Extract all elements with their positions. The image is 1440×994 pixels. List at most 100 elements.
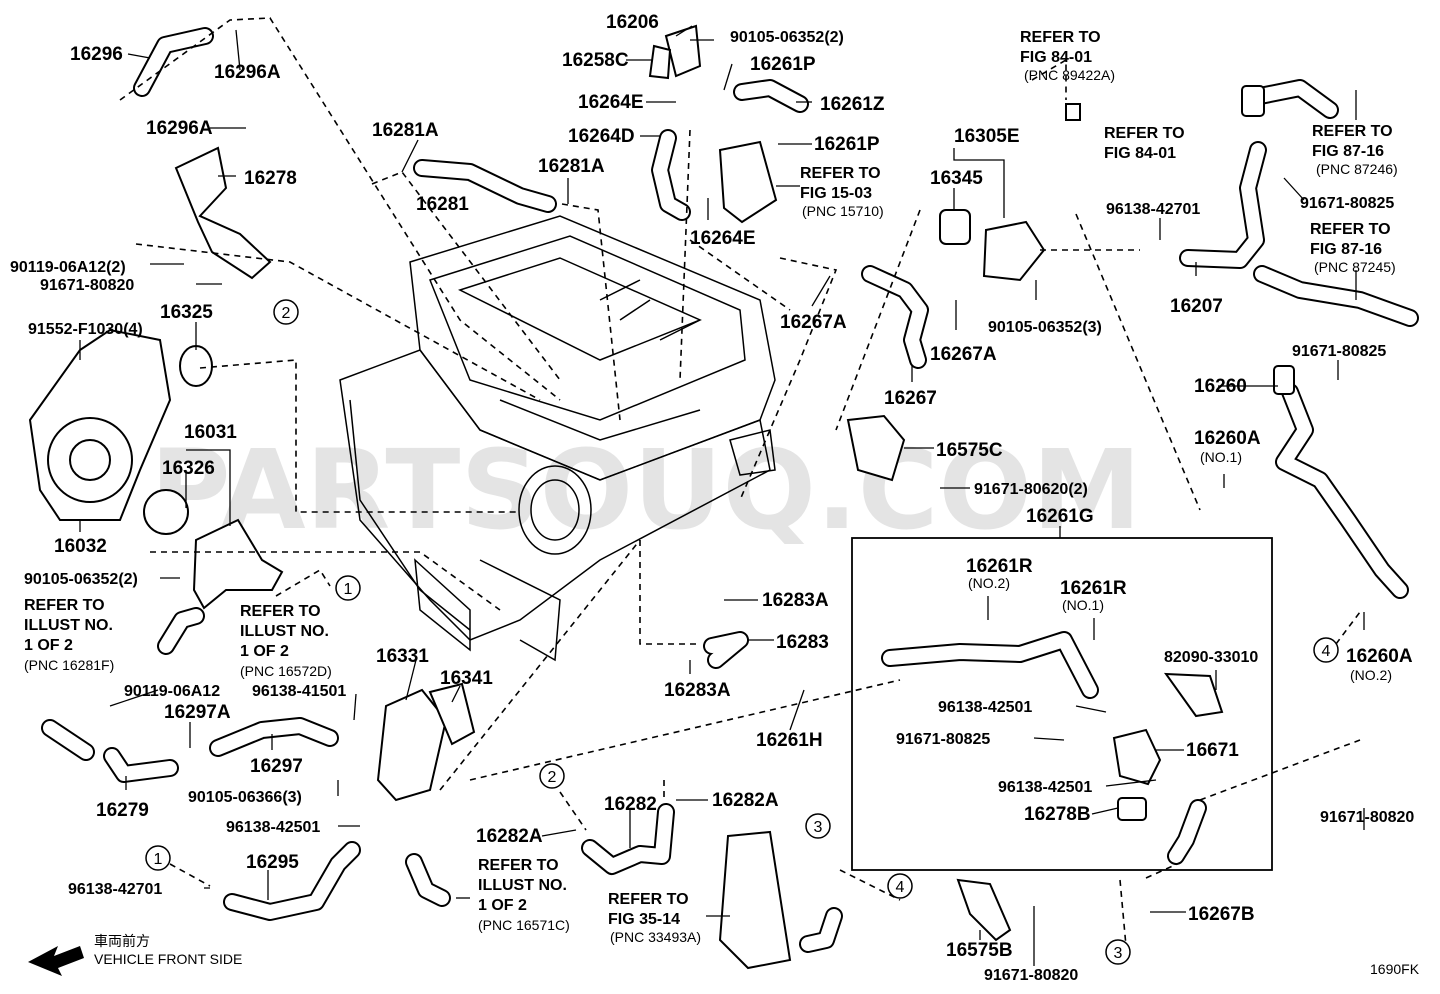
circle-mark-4-right: 4 xyxy=(1313,637,1339,663)
label-96138-42501: 96138-42501 xyxy=(938,699,1032,716)
label-16282: 16282 xyxy=(604,794,657,815)
refer-block-illust-16281F: REFER TO ILLUST NO. 1 OF 2 (PNC 16281F) xyxy=(24,597,114,673)
label-16295: 16295 xyxy=(246,852,299,873)
label-16260: 16260 xyxy=(1194,376,1247,397)
svg-text:2: 2 xyxy=(548,769,557,786)
hose-16281 xyxy=(413,159,557,213)
label-16260A: 16260A xyxy=(1346,646,1413,667)
label-16326: 16326 xyxy=(162,458,215,479)
svg-text:REFER TO: REFER TO xyxy=(1310,221,1391,238)
gasket-16345 xyxy=(939,209,971,245)
circle-mark-1-mid: 1 xyxy=(335,575,361,601)
oring-16326 xyxy=(143,489,189,535)
svg-text:FIG 84-01: FIG 84-01 xyxy=(1104,145,1176,162)
label-90105-06366-3: 90105-06366(3) xyxy=(188,789,302,806)
group-box-16261G xyxy=(851,537,1273,871)
dashed-guide-lines xyxy=(119,17,1361,947)
hose-16295 xyxy=(223,841,361,921)
svg-text:1 OF 2: 1 OF 2 xyxy=(240,643,289,660)
gasket-16206 xyxy=(664,24,702,78)
label-91671-80825: 91671-80825 xyxy=(1300,195,1394,212)
label-16264E: 16264E xyxy=(690,228,756,249)
label-16260A-no2: (NO.2) xyxy=(1350,667,1392,683)
label-82090-33010: 82090-33010 xyxy=(1164,649,1258,666)
label-96138-42701: 96138-42701 xyxy=(68,881,162,898)
label-90105-06352-2: 90105-06352(2) xyxy=(24,571,138,588)
label-16345: 16345 xyxy=(930,168,983,189)
hose-16264D xyxy=(651,129,691,221)
circle-mark-2-top: 2 xyxy=(273,299,299,325)
svg-text:FIG 35-14: FIG 35-14 xyxy=(608,911,680,928)
label-16261H: 16261H xyxy=(756,730,823,751)
hose-87246 xyxy=(1251,79,1339,119)
thermostat-housing-16331 xyxy=(376,688,448,802)
label-16267: 16267 xyxy=(884,388,937,409)
refer-block-fig-84-01-89422A: REFER TO FIG 84-01 (PNC 89422A) xyxy=(1020,29,1115,83)
label-16278B: 16278B xyxy=(1024,804,1091,825)
refer-block-illust-16571C: REFER TO ILLUST NO. 1 OF 2 (PNC 16571C) xyxy=(478,857,570,933)
sensor-16671 xyxy=(1112,728,1162,786)
label-16278: 16278 xyxy=(244,168,297,189)
refer-block-fig-87-16-87245: REFER TO FIG 87-16 (PNC 87245) xyxy=(1310,221,1396,275)
label-91671-80825: 91671-80825 xyxy=(896,731,990,748)
label-91671-80620-2: 91671-80620(2) xyxy=(974,481,1088,498)
svg-text:REFER TO: REFER TO xyxy=(24,597,105,614)
hose-16279 xyxy=(103,747,179,783)
refer-block-fig-35-14: REFER TO FIG 35-14 (PNC 33493A) xyxy=(608,891,701,945)
gasket-16258C xyxy=(648,44,672,80)
gasket-16341 xyxy=(428,682,476,746)
label-16261P: 16261P xyxy=(814,134,880,155)
water-pump-hub xyxy=(69,439,111,481)
label-90119-06A12-2: 90119-06A12(2) xyxy=(10,259,126,276)
svg-text:1: 1 xyxy=(344,581,353,598)
label-16264D: 16264D xyxy=(568,126,635,147)
svg-text:(PNC 15710): (PNC 15710) xyxy=(802,203,884,219)
label-91552-F1030-4: 91552-F1030(4) xyxy=(28,321,143,338)
label-16575B: 16575B xyxy=(946,940,1013,961)
label-96138-41501: 96138-41501 xyxy=(252,683,346,700)
label-16341: 16341 xyxy=(440,668,493,689)
hose-16260 xyxy=(1275,383,1409,599)
label-96138-42701: 96138-42701 xyxy=(1106,201,1200,218)
svg-text:3: 3 xyxy=(1114,945,1123,962)
svg-text:(PNC 87246): (PNC 87246) xyxy=(1316,161,1398,177)
label-16282A: 16282A xyxy=(712,790,779,811)
svg-text:ILLUST NO.: ILLUST NO. xyxy=(240,623,329,640)
svg-text:4: 4 xyxy=(896,879,905,896)
hose-16283 xyxy=(703,631,749,669)
label-16279: 16279 xyxy=(96,800,149,821)
label-91671-80820: 91671-80820 xyxy=(40,277,134,294)
label-16267A: 16267A xyxy=(930,344,997,365)
svg-text:(PNC 16281F): (PNC 16281F) xyxy=(24,657,114,673)
svg-text:(PNC 89422A): (PNC 89422A) xyxy=(1024,67,1115,83)
watermark-text: PARTSOUQ.COM xyxy=(150,426,1142,554)
svg-text:(PNC 16572D): (PNC 16572D) xyxy=(240,663,332,679)
svg-text:(PNC 33493A): (PNC 33493A) xyxy=(610,929,701,945)
label-16281A: 16281A xyxy=(538,156,605,177)
label-16283: 16283 xyxy=(776,632,829,653)
svg-text:1: 1 xyxy=(154,851,163,868)
label-16261Z: 16261Z xyxy=(820,94,885,115)
circle-mark-3-bottom: 3 xyxy=(1105,939,1131,965)
label-16261R: 16261R xyxy=(966,556,1033,577)
egr-cooler-15710 xyxy=(718,140,778,224)
hose-16282 xyxy=(581,803,675,875)
label-16296A: 16296A xyxy=(214,62,281,83)
svg-text:2: 2 xyxy=(282,305,291,322)
label-16031: 16031 xyxy=(184,422,237,443)
svg-text:FIG 84-01: FIG 84-01 xyxy=(1020,49,1092,66)
svg-text:REFER TO: REFER TO xyxy=(800,165,881,182)
label-96138-42501: 96138-42501 xyxy=(998,779,1092,796)
refer-block-illust-16572D: REFER TO ILLUST NO. 1 OF 2 (PNC 16572D) xyxy=(240,603,332,679)
hose-16297 xyxy=(209,717,339,757)
svg-text:FIG 87-16: FIG 87-16 xyxy=(1312,143,1384,160)
hose-oil-cooler xyxy=(799,907,843,953)
svg-text:1 OF 2: 1 OF 2 xyxy=(24,637,73,654)
label-16264E: 16264E xyxy=(578,92,644,113)
svg-text:FIG 15-03: FIG 15-03 xyxy=(800,185,872,202)
front-side-jp: 車両前方 xyxy=(94,933,150,949)
label-16297: 16297 xyxy=(250,756,303,777)
label-16305E: 16305E xyxy=(954,126,1020,147)
circle-mark-1-bottom: 1 xyxy=(145,845,171,871)
label-16283A: 16283A xyxy=(664,680,731,701)
